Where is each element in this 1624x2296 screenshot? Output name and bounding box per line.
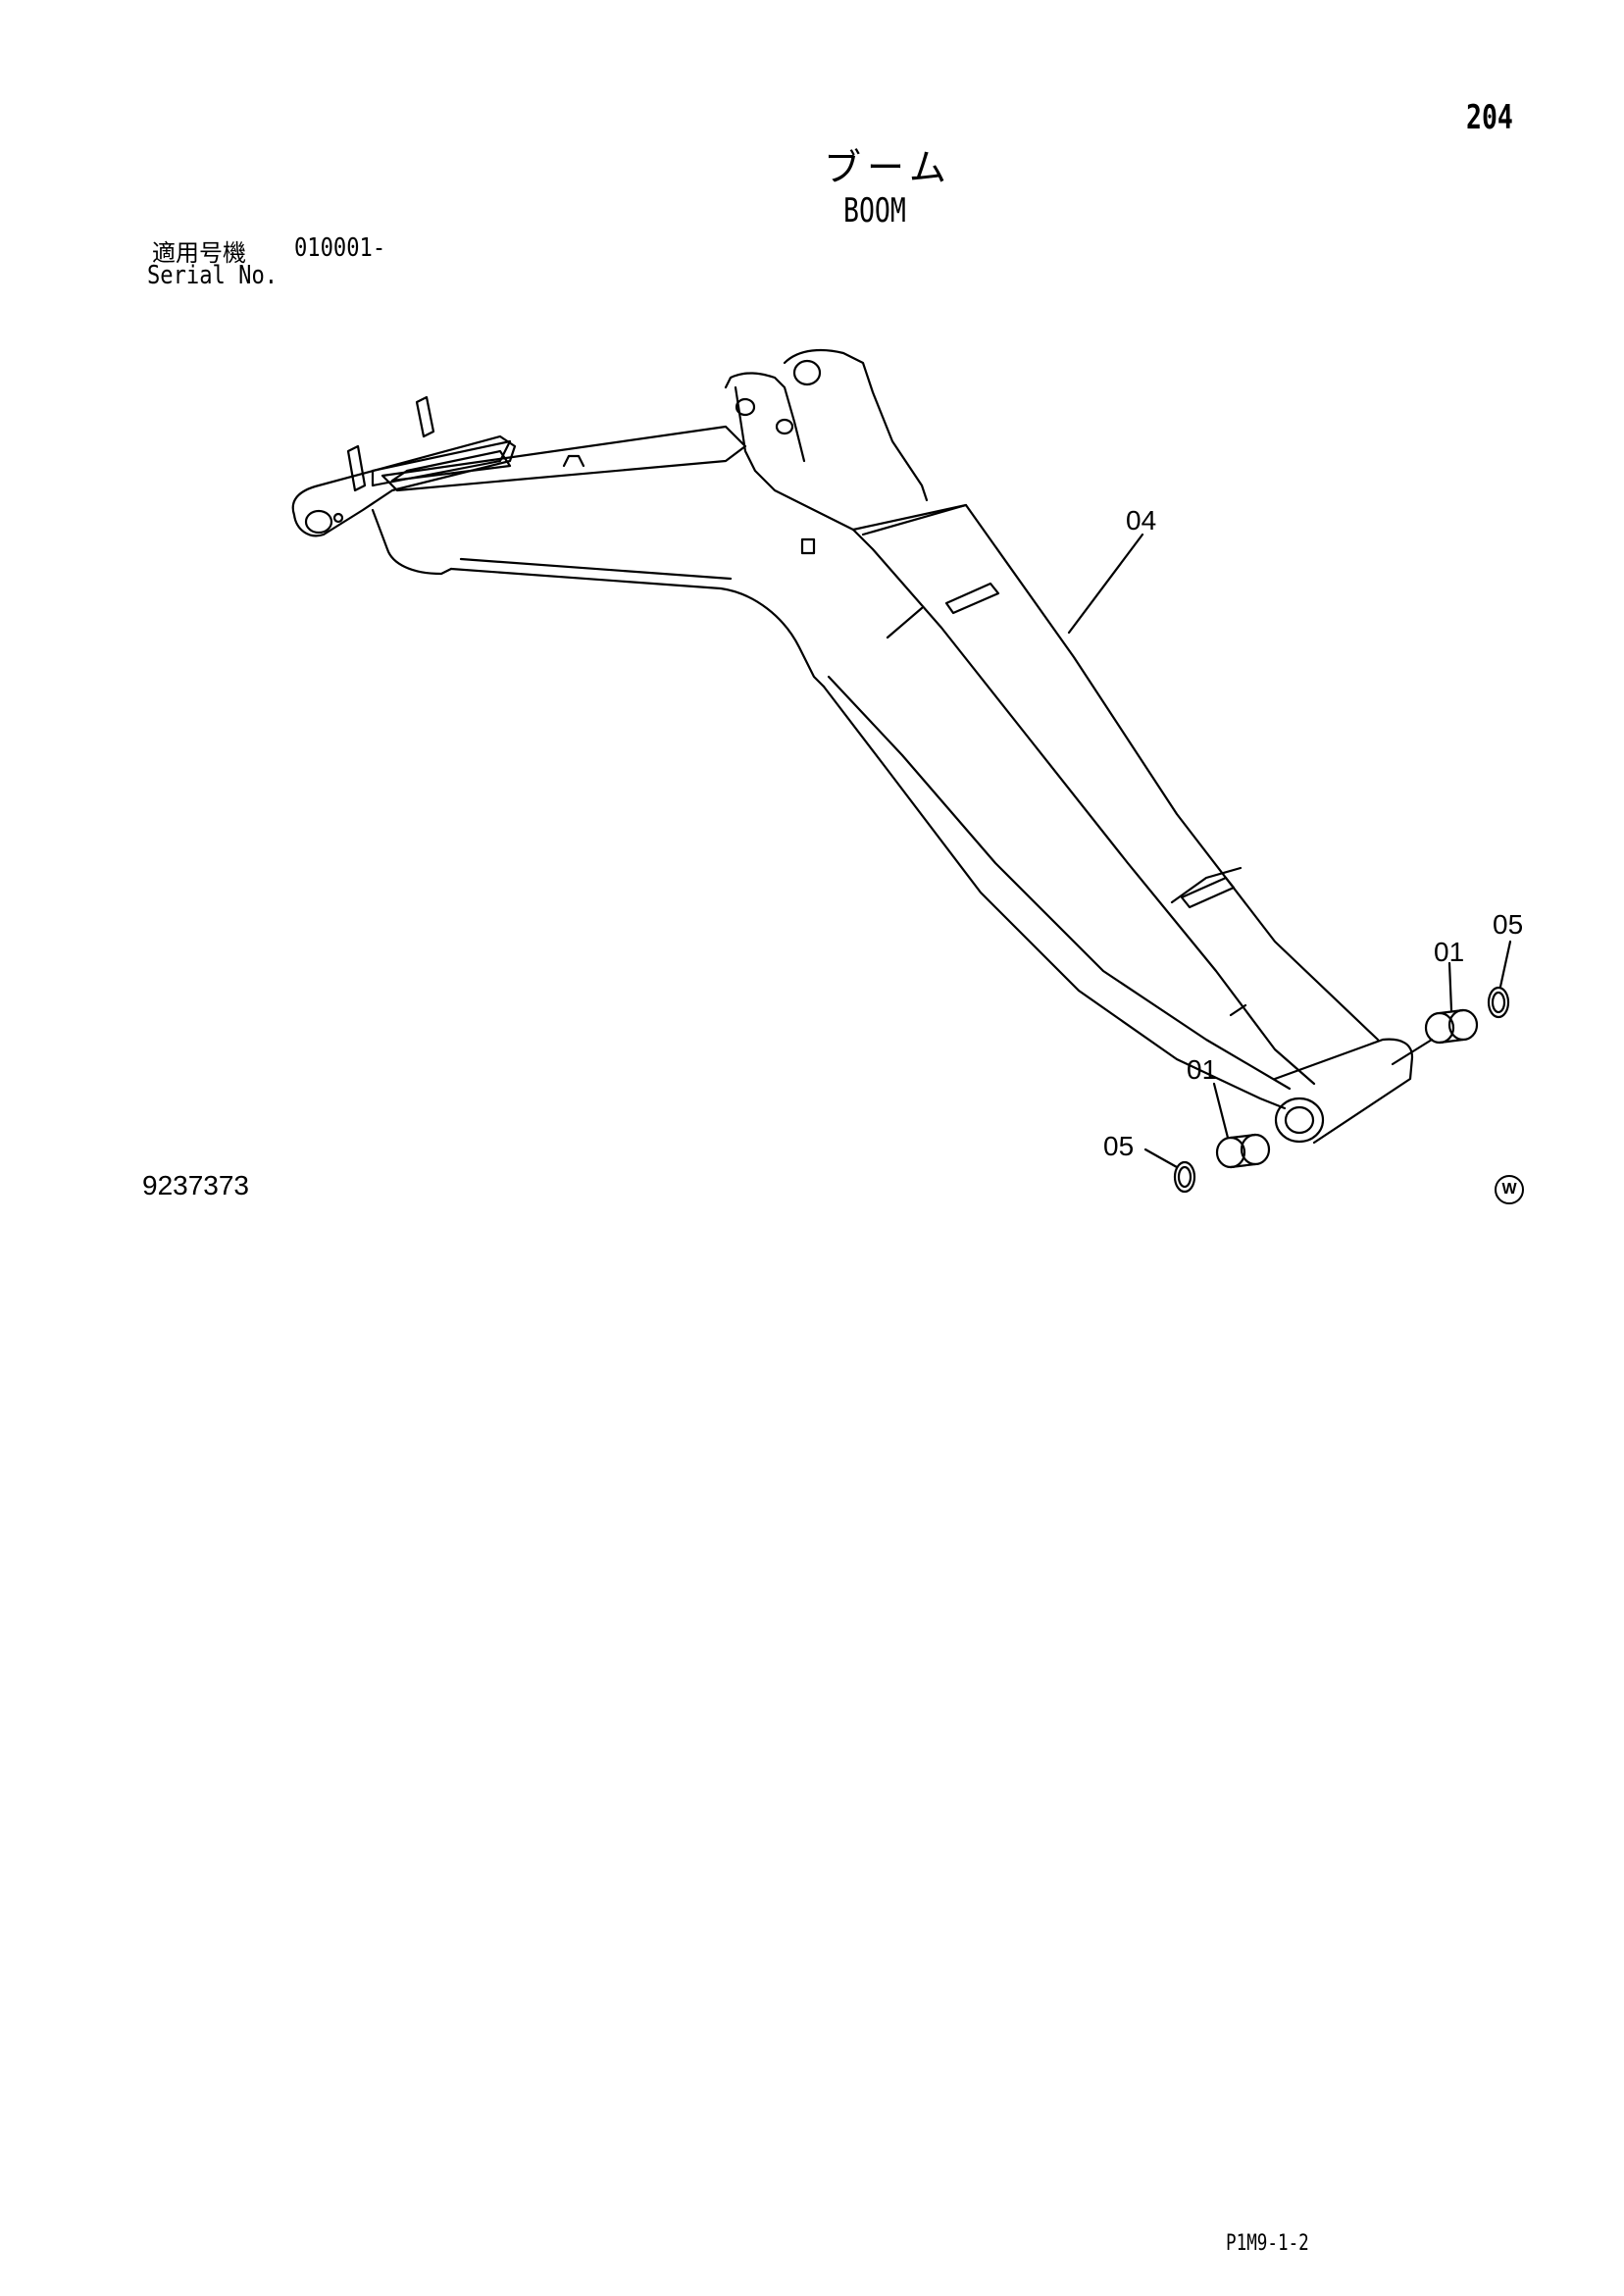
circled-w-mark: W <box>1495 1175 1524 1204</box>
figure-id: 9237373 <box>142 1170 250 1200</box>
serial-label-english: Serial No. <box>147 261 279 290</box>
leader-line-04 <box>1067 533 1144 635</box>
leader-line-01-upper <box>1447 961 1453 1012</box>
callout-04: 04 <box>1126 505 1156 536</box>
callout-05-lower: 05 <box>1103 1131 1134 1161</box>
callout-01-upper: 01 <box>1434 937 1464 967</box>
serial-range: 010001- <box>294 233 386 263</box>
bushing-part-01-upper <box>1424 1008 1479 1045</box>
boom-part-04 <box>291 348 1414 1145</box>
serial-label-japanese: 適用号機 <box>152 239 246 267</box>
ring-part-05-lower <box>1173 1160 1196 1194</box>
leader-line-01-lower <box>1212 1082 1230 1140</box>
page-title-japanese: ブーム <box>824 146 952 189</box>
page-number: 204 <box>1466 98 1513 137</box>
bushing-part-01-lower <box>1215 1133 1271 1169</box>
page-code: P1M9-1-2 <box>1226 2231 1309 2256</box>
leader-line-05-lower <box>1143 1148 1179 1169</box>
leader-line-tip <box>1391 1038 1434 1066</box>
page-title-english: BOOM <box>843 191 906 230</box>
callout-01-lower: 01 <box>1187 1054 1217 1085</box>
leader-line-05-upper <box>1498 940 1512 989</box>
callout-05-upper: 05 <box>1493 909 1523 940</box>
ring-part-05-upper <box>1487 986 1510 1019</box>
